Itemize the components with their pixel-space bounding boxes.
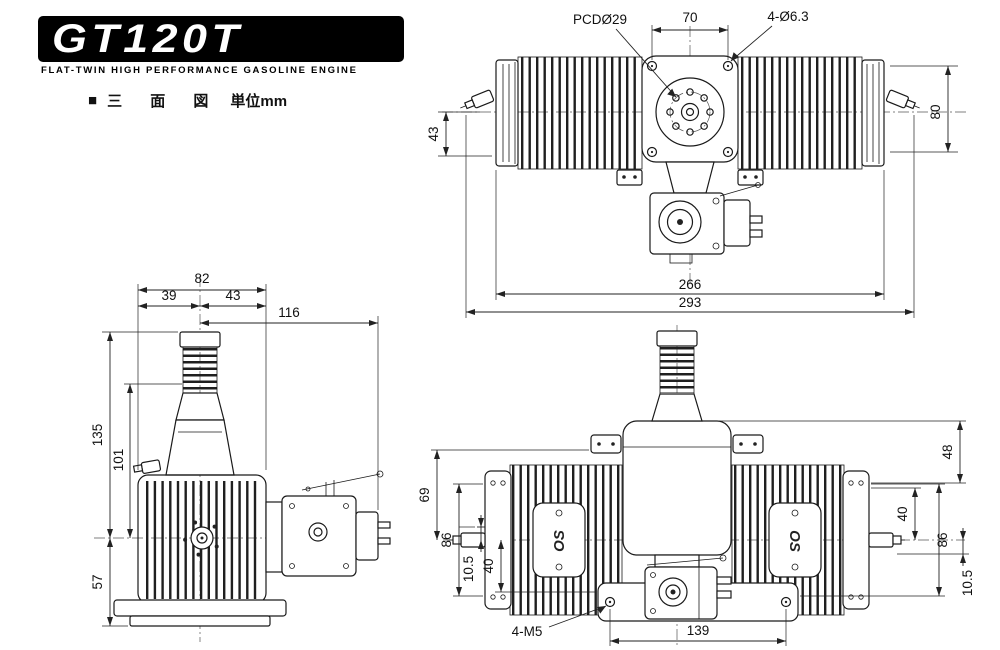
front-dim-top-width: 70	[651, 10, 729, 60]
side-cylinder-block	[137, 474, 267, 604]
dim-86-right-label: 86	[935, 532, 950, 547]
dim-105-right-label: 10.5	[960, 570, 975, 596]
dim-80-label: 80	[928, 104, 943, 119]
side-mount-flange	[113, 599, 287, 627]
dim-82-label: 82	[194, 271, 209, 286]
caption-unit: 単位mm	[230, 93, 288, 110]
front-right-cylinder	[737, 56, 885, 170]
caption-square-icon: ■	[88, 92, 98, 109]
dim-69-label: 69	[417, 487, 432, 502]
dim-40-left-label: 40	[481, 558, 496, 573]
front-bolt-hole-callout: 4-Ø6.3	[730, 9, 809, 62]
top-left-spark-plug	[449, 532, 486, 548]
top-right-spark-plug	[868, 532, 905, 548]
top-view: OS OS 69 48 86	[417, 325, 975, 647]
front-right-spark-plug	[885, 89, 920, 110]
logo-banner: GT120T	[38, 16, 404, 62]
top-dim-right-span: 86	[800, 483, 950, 597]
dim-48-label: 48	[940, 444, 955, 459]
top-left-valve-cover: OS	[532, 502, 586, 578]
label-4-d63: 4-Ø6.3	[767, 9, 808, 24]
top-prop-hub	[651, 330, 703, 422]
front-carburetor	[649, 161, 763, 264]
dim-57-label: 57	[90, 574, 105, 589]
front-dim-crank-offset: 43	[426, 111, 492, 157]
front-dim-bolt-height: 80	[890, 65, 958, 153]
dim-101-label: 101	[111, 449, 126, 472]
left-cylinder-logo: OS	[551, 530, 568, 552]
dim-70-label: 70	[682, 10, 697, 25]
dim-43-label: 43	[225, 288, 240, 303]
front-exhaust-ports	[616, 169, 764, 186]
front-crankcase	[641, 55, 739, 163]
label-4-m5: 4-M5	[512, 624, 543, 639]
front-left-spark-plug	[460, 89, 495, 110]
side-dim-height-lower: 57	[90, 538, 128, 627]
right-cylinder-logo: OS	[786, 530, 803, 552]
dim-266-label: 266	[679, 277, 702, 292]
side-spark-plug	[132, 459, 162, 474]
front-view: 70 4-Ø6.3 PCDØ29 80 43	[426, 9, 968, 318]
dim-39-label: 39	[161, 288, 176, 303]
drawing-caption: ■ 三 面 図 単位mm	[88, 90, 287, 111]
top-carburetor	[644, 554, 732, 620]
caption-title: 三 面 図	[107, 93, 221, 110]
front-dim-width-overall: 293	[465, 115, 915, 318]
top-exhaust-ports	[590, 434, 764, 454]
dim-293-label: 293	[679, 295, 702, 310]
top-mount-hole-callout: 4-M5	[512, 605, 607, 639]
logo-subtitle: FLAT-TWIN HIGH PERFORMANCE GASOLINE ENGI…	[41, 65, 358, 76]
side-dim-depth: 116	[200, 305, 379, 510]
top-dim-right-offset: 10.5	[897, 528, 975, 596]
dim-105-left-label: 10.5	[461, 556, 476, 582]
side-dim-width-split: 39 43	[138, 288, 266, 309]
top-dim-left-mount: 40	[481, 540, 596, 593]
side-prop-hub	[165, 331, 235, 476]
front-left-cylinder	[495, 56, 643, 170]
side-dim-height-upper: 135	[90, 331, 178, 538]
top-crankcase	[622, 420, 732, 556]
top-dim-front-offset: 69	[417, 449, 589, 540]
logo-title: GT120T	[52, 16, 244, 61]
front-pcd-callout: PCDØ29	[573, 12, 677, 98]
dim-40-right-label: 40	[895, 506, 910, 521]
side-view: 82 39 43 116 135 101	[90, 271, 391, 642]
top-dim-left-offset: 10.5	[459, 515, 485, 582]
dim-139-label: 139	[687, 623, 710, 638]
top-dim-mount-spacing: 139	[609, 609, 787, 646]
top-right-valve-cover: OS	[768, 502, 822, 578]
side-dim-width-total: 82	[137, 271, 267, 470]
dim-135-label: 135	[90, 424, 105, 447]
top-dim-right-mount: 40	[871, 487, 921, 540]
top-dim-hub-length: 48	[704, 420, 966, 484]
dim-43-label: 43	[426, 126, 441, 141]
dim-116-label: 116	[278, 305, 300, 320]
side-dim-height-mid: 101	[111, 383, 182, 538]
dim-86-left-label: 86	[439, 532, 454, 547]
label-pcd29: PCDØ29	[573, 12, 627, 27]
side-carburetor	[265, 470, 391, 577]
top-dim-left-span: 86	[439, 483, 483, 597]
front-dim-width-inner: 266	[495, 170, 885, 300]
